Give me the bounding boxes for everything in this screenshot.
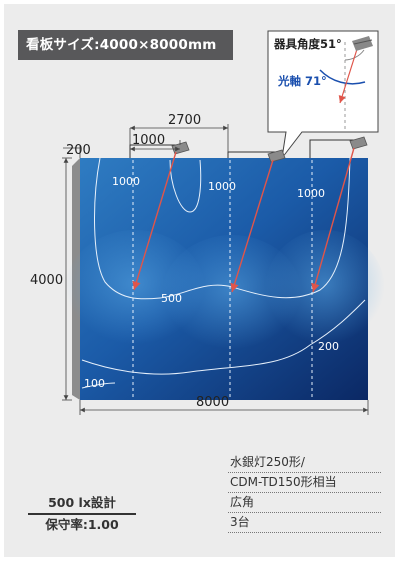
optical-axis-label: 光軸 71° (277, 74, 327, 88)
callout-axis-arrow (338, 45, 359, 104)
dim-200-label: 200 (66, 143, 91, 158)
optical-axis-arc (319, 69, 366, 85)
contour-label-1000-center: 1000 (208, 180, 236, 193)
fixture-2 (267, 149, 286, 163)
contour-label-200: 200 (318, 340, 339, 353)
dim-8000-label: 8000 (196, 395, 229, 410)
fixture-3 (349, 136, 368, 150)
fixture-angle-label: 器具角度51° (273, 37, 342, 51)
fixture-1 (171, 141, 190, 155)
contour-label-500: 500 (161, 292, 182, 305)
design-box: 500 lx設計 保守率:1.00 (28, 493, 136, 535)
fixture-spec: 水銀灯250形/ CDM-TD150形相当 広角 3台 (228, 453, 381, 533)
callout-fixture-icon (352, 36, 373, 51)
contour-500 (94, 157, 351, 300)
contour-200 (81, 299, 366, 375)
design-illuminance: 500 lx設計 (28, 493, 136, 515)
ray-2 (230, 159, 274, 293)
dimension-lines (62, 124, 369, 415)
dim-4000-label: 4000 (30, 273, 63, 288)
fixture-guide-lines (132, 160, 313, 398)
dim-2700-label: 2700 (168, 113, 201, 128)
signboard (65, 158, 385, 400)
light-rays (132, 147, 355, 293)
sign-size-title: 看板サイズ:4000×8000mm (18, 30, 233, 60)
spec-line: CDM-TD150形相当 (228, 473, 381, 493)
spec-line: 水銀灯250形/ (228, 453, 381, 473)
fixture-angle-arc (344, 49, 365, 61)
spec-line: 3台 (228, 513, 381, 533)
contour-1000-top (169, 159, 202, 213)
spec-line: 広角 (228, 493, 381, 513)
contour-label-1000-right: 1000 (297, 187, 325, 200)
arm-3 (309, 139, 358, 158)
angle-callout: 器具角度51° 光軸 71° (267, 30, 379, 159)
contour-100 (81, 382, 116, 389)
ray-1 (132, 151, 177, 291)
isolux-contours (81, 157, 366, 389)
maintenance-factor: 保守率:1.00 (45, 517, 119, 532)
contour-label-1000-left: 1000 (112, 175, 140, 188)
dim-1000-label: 1000 (132, 133, 165, 148)
ray-3 (311, 147, 355, 293)
contour-label-100: 100 (84, 377, 105, 390)
